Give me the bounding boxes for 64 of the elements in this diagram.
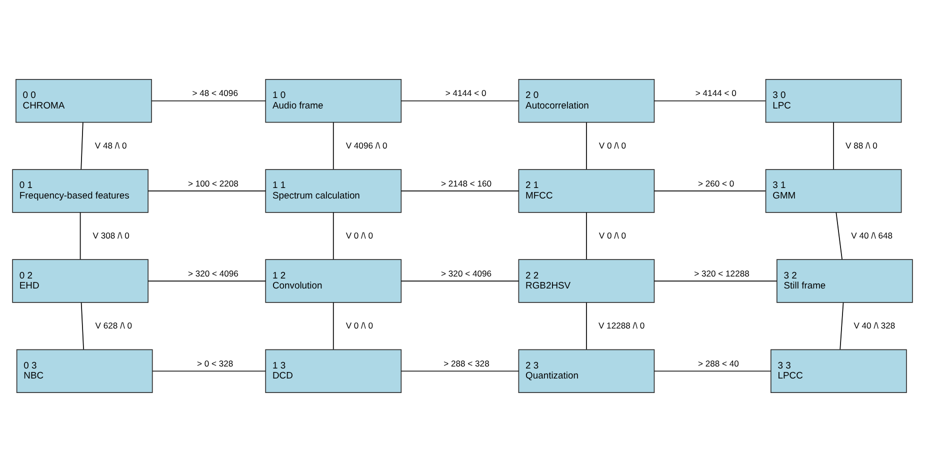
edge-label: V 0 /\ 0 bbox=[346, 320, 373, 330]
node-box: 2 3 Quantization bbox=[518, 348, 655, 392]
edge-label: > 100 < 2208 bbox=[188, 178, 238, 188]
edge-label: > 320 < 4096 bbox=[188, 268, 238, 278]
node-box: 2 1 MFCC bbox=[518, 168, 655, 212]
edge-label: > 288 < 328 bbox=[444, 358, 490, 368]
edge-label: V 40 /\ 328 bbox=[854, 320, 896, 330]
node-box: 3 0 LPC bbox=[765, 78, 902, 122]
connector bbox=[148, 190, 266, 191]
connector bbox=[80, 212, 81, 260]
edge-label: V 0 /\ 0 bbox=[346, 230, 373, 240]
connector bbox=[400, 190, 520, 191]
edge-label: V 88 /\ 0 bbox=[846, 140, 878, 150]
connector bbox=[80, 302, 84, 350]
edge-label: > 4144 < 0 bbox=[445, 88, 486, 98]
node-box: 1 3 DCD bbox=[265, 348, 402, 392]
edge-label: V 0 /\ 0 bbox=[598, 230, 626, 240]
connector bbox=[332, 302, 334, 350]
connector bbox=[332, 212, 334, 260]
edge-label: > 288 < 40 bbox=[698, 358, 739, 368]
node-box: 1 0 Audio frame bbox=[265, 78, 402, 122]
connector bbox=[152, 370, 266, 372]
edge-label: > 320 < 4096 bbox=[441, 268, 492, 278]
edge-label: > 48 < 4096 bbox=[192, 88, 238, 98]
edge-label: > 2148 < 160 bbox=[441, 178, 492, 188]
edge-label: V 308 /\ 0 bbox=[92, 230, 130, 240]
edge-label: > 320 < 12288 bbox=[694, 268, 750, 278]
connector bbox=[586, 212, 587, 260]
connector bbox=[654, 190, 766, 191]
node-box: 2 0 Autocorrelation bbox=[518, 78, 655, 122]
node-box: 3 3 LPCC bbox=[770, 348, 907, 392]
node-box: 0 0 CHROMA bbox=[16, 78, 152, 122]
connector bbox=[400, 280, 520, 281]
edge-label: > 0 < 328 bbox=[196, 358, 234, 368]
connector bbox=[836, 212, 842, 260]
connector bbox=[332, 122, 334, 170]
edge-label: V 4096 /\ 0 bbox=[346, 140, 388, 150]
edge-label: V 0 /\ 0 bbox=[598, 140, 626, 150]
node-box: 1 2 Convolution bbox=[265, 258, 402, 302]
connector bbox=[654, 280, 778, 281]
connector bbox=[148, 280, 266, 281]
connector bbox=[400, 100, 520, 101]
connector bbox=[586, 122, 587, 170]
node-box: 1 1 Spectrum calculation bbox=[265, 168, 402, 212]
connector bbox=[586, 302, 587, 350]
edge-label: V 48 /\ 0 bbox=[94, 140, 127, 150]
edge-label: V 40 /\ 648 bbox=[851, 230, 893, 240]
connector bbox=[151, 100, 266, 101]
node-box: 3 1 GMM bbox=[765, 168, 902, 212]
connector bbox=[654, 370, 772, 372]
edge-label: > 4144 < 0 bbox=[695, 88, 736, 98]
connector bbox=[80, 122, 84, 170]
connector bbox=[840, 302, 844, 350]
node-box: 0 3 NBC bbox=[16, 348, 153, 392]
connector bbox=[654, 100, 766, 101]
edge-label: V 12288 /\ 0 bbox=[598, 320, 645, 330]
connector bbox=[833, 122, 834, 170]
connector bbox=[400, 370, 520, 372]
node-box: 3 2 Still frame bbox=[776, 258, 913, 302]
node-box: 0 2 EHD bbox=[12, 258, 148, 302]
edge-label: > 260 < 0 bbox=[698, 178, 734, 188]
node-box: 0 1 Frequency-based features bbox=[12, 168, 148, 212]
edge-label: V 628 /\ 0 bbox=[95, 320, 132, 330]
node-box: 2 2 RGB2HSV bbox=[518, 258, 655, 302]
